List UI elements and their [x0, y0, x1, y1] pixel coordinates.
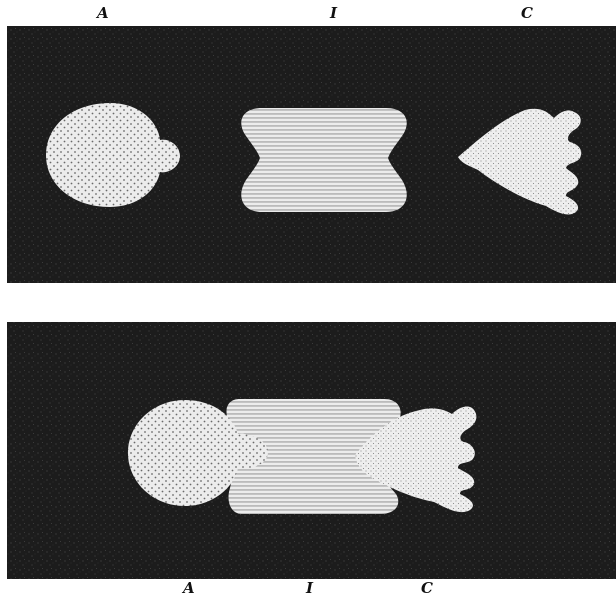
top-shape-i: [241, 108, 407, 212]
bottom-label-c: C: [421, 581, 433, 596]
bottom-label-a: A: [183, 581, 195, 596]
bottom-label-i: I: [306, 581, 313, 596]
